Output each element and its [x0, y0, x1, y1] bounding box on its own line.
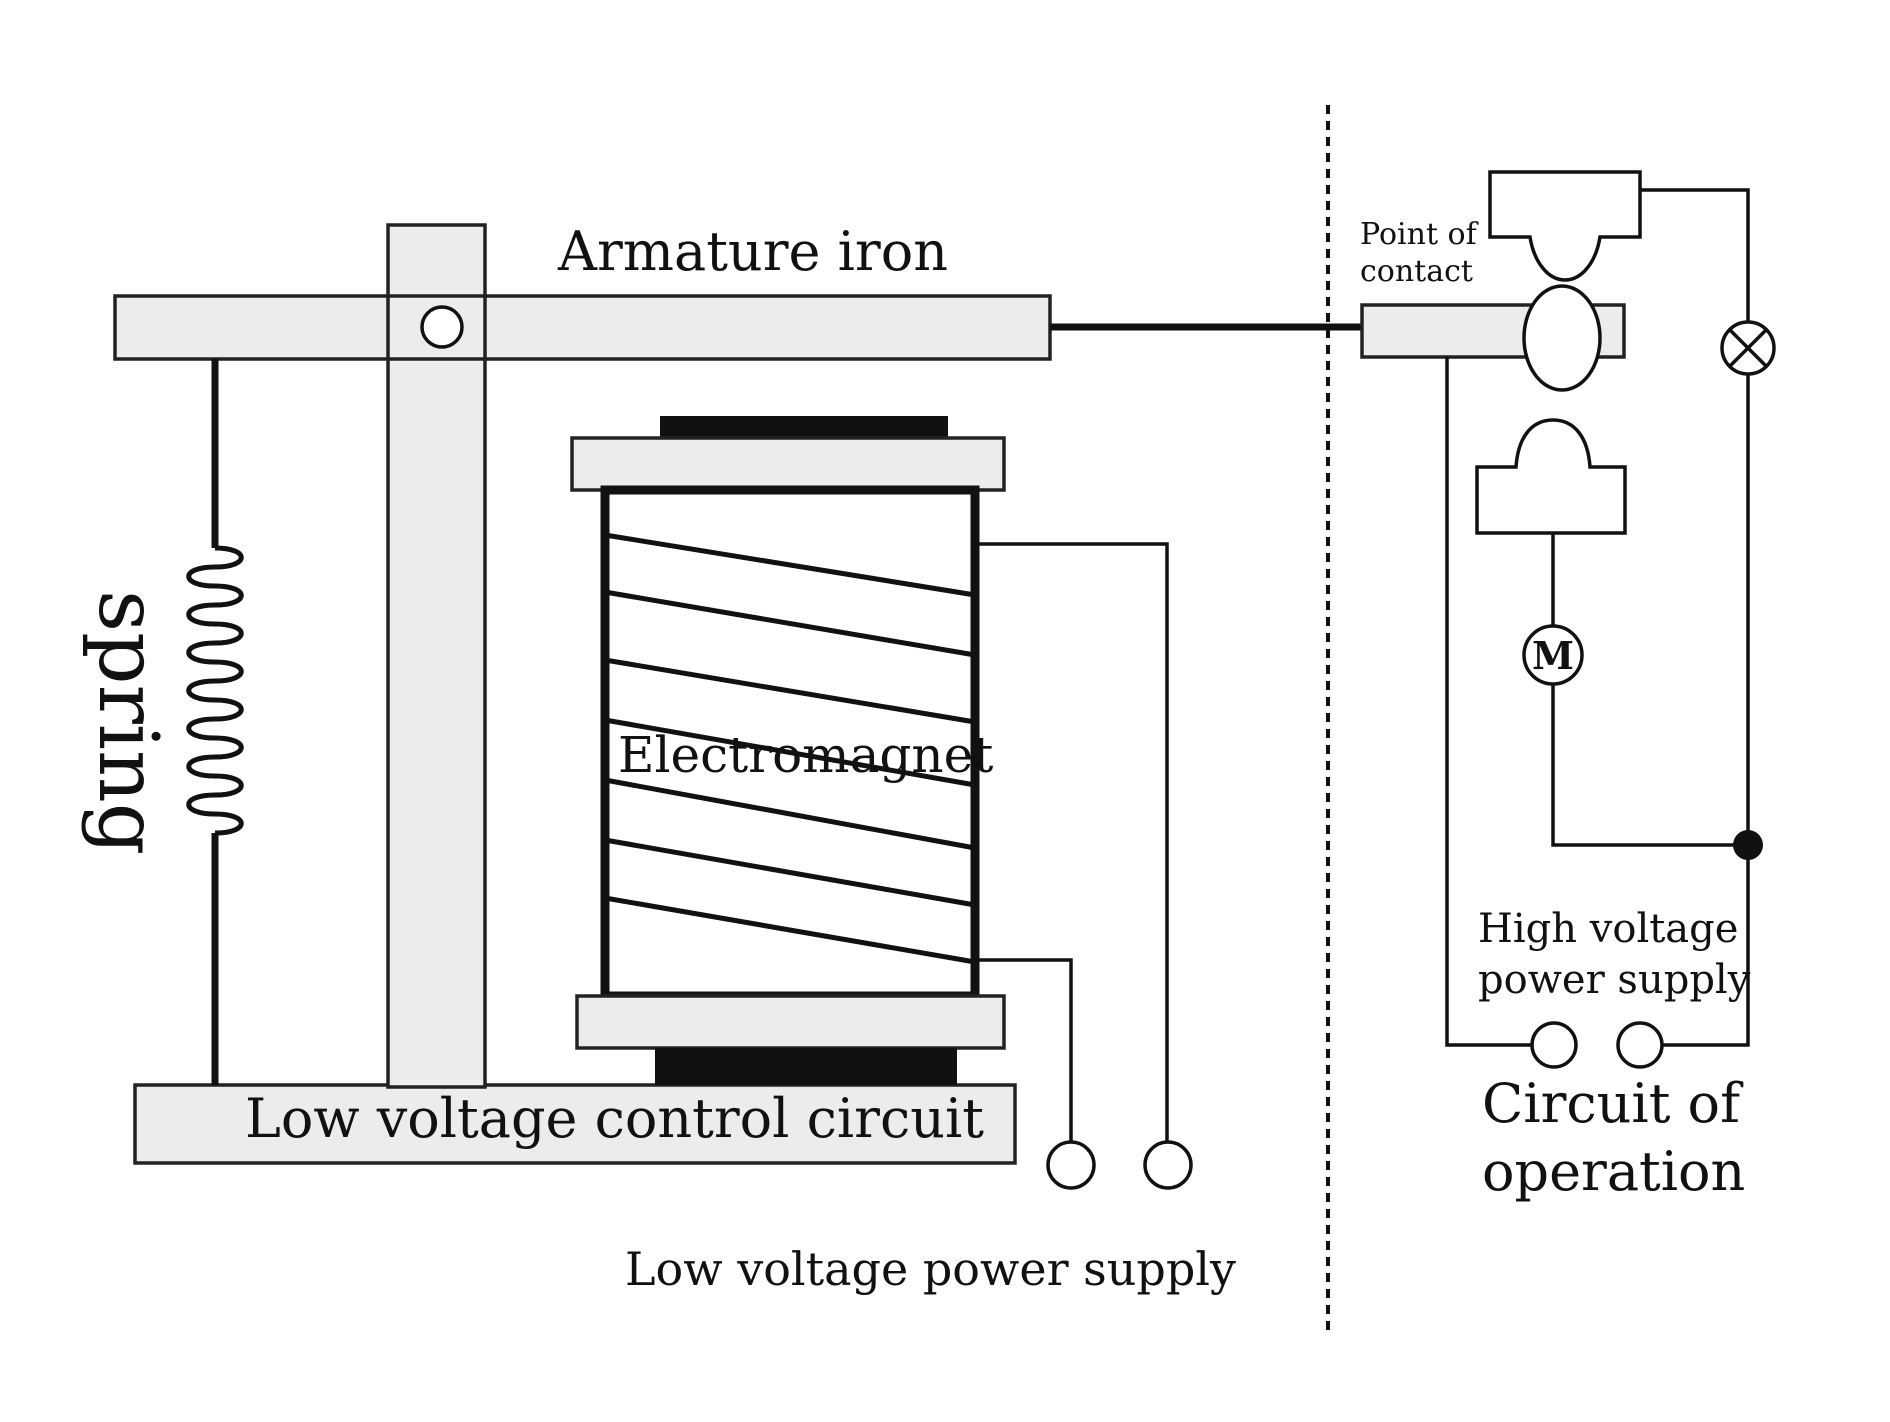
high-supply-label-1: High voltage [1478, 906, 1738, 952]
high-voltage-terminal-right [1616, 1021, 1664, 1069]
coil-wire-lower [975, 958, 1073, 1142]
electromagnet-top-flange [570, 436, 1006, 492]
spring-label: spring [80, 590, 175, 855]
armature-label: Armature iron [557, 220, 948, 283]
moving-contact-point [1522, 284, 1602, 392]
low-control-label: Low voltage control circuit [245, 1087, 984, 1150]
lamp-cross-2 [1728, 328, 1768, 368]
high-voltage-terminal-left [1530, 1021, 1578, 1069]
high-supply-label-2: power supply [1478, 957, 1751, 1003]
base-plate [133, 1083, 1017, 1165]
low-supply-label: Low voltage power supply [625, 1242, 1236, 1296]
point-of-contact-label-1: Point of [1360, 217, 1479, 252]
spring-coil [186, 545, 244, 836]
point-of-contact-label-2: contact [1360, 254, 1473, 289]
lamp-wire-top [1640, 188, 1750, 322]
coil-windings [604, 532, 976, 965]
electromagnet-coil [600, 485, 980, 1001]
electromagnet-bottom-flange [575, 994, 1006, 1050]
low-voltage-terminal-right [1143, 1140, 1193, 1190]
upper-fixed-contact [1488, 170, 1642, 282]
coil-wire-upper [975, 542, 1169, 1142]
electromagnet-label: Electromagnet [618, 726, 993, 784]
electromagnet-bottom-cap [655, 1048, 957, 1085]
arm-return-wire [1445, 357, 1532, 1047]
armature-iron-bar [113, 294, 1052, 361]
junction-dot [1733, 830, 1763, 860]
electromagnet-top-cap [660, 416, 948, 438]
operation-label-2: operation [1482, 1140, 1745, 1203]
lower-fixed-contact [1475, 418, 1627, 535]
pivot-post [386, 223, 487, 1089]
motor-label: M [1532, 633, 1574, 678]
pivot-pin [420, 305, 464, 349]
lamp-wire-bottom [1662, 374, 1750, 1047]
low-voltage-terminal-left [1046, 1140, 1096, 1190]
operation-label-1: Circuit of [1482, 1072, 1744, 1135]
motor-wire-bottom [1551, 684, 1748, 847]
